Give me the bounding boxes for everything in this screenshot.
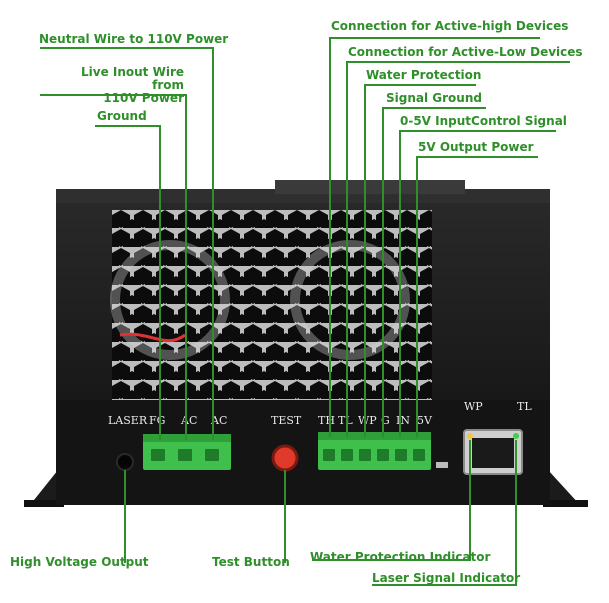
tl-led bbox=[513, 433, 519, 439]
callout-ground: Ground bbox=[97, 109, 147, 123]
label-5v: 5V bbox=[417, 414, 433, 427]
label-g: G bbox=[381, 414, 390, 427]
callout-input-control: 0-5V InputControl Signal bbox=[400, 114, 567, 128]
label-tl: TL bbox=[338, 414, 353, 427]
callout-test-button: Test Button bbox=[212, 555, 290, 569]
callout-neutral-wire: Neutral Wire to 110V Power bbox=[39, 32, 229, 46]
label-fg: FG bbox=[149, 414, 165, 427]
callout-laser-signal-indicator: Laser Signal Indicator bbox=[372, 571, 521, 585]
label-port-wp: WP bbox=[464, 400, 483, 413]
callout-active-low: Connection for Active-Low Devices bbox=[348, 45, 583, 59]
label-wp: WP bbox=[358, 414, 377, 427]
callout-signal-ground: Signal Ground bbox=[386, 91, 482, 105]
callout-water-protection: Water Protection bbox=[366, 68, 482, 82]
callout-high-voltage-output: High Voltage Output bbox=[10, 555, 149, 569]
label-port-tl: TL bbox=[517, 400, 532, 413]
signal-terminal-block bbox=[318, 438, 431, 470]
callout-water-protection-indicator: Water Protection Indicator bbox=[310, 550, 491, 564]
label-th: TH bbox=[318, 414, 335, 427]
high-voltage-output-port bbox=[116, 453, 134, 471]
callout-active-high: Connection for Active-high Devices bbox=[331, 19, 569, 33]
label-ac2: AC bbox=[210, 414, 227, 427]
wp-led bbox=[467, 433, 473, 439]
label-in: IN bbox=[396, 414, 410, 427]
callout-output-power: 5V Output Power bbox=[418, 140, 534, 154]
label-laser: LASER bbox=[108, 414, 148, 427]
label-ac1: AC bbox=[180, 414, 197, 427]
callout-live-wire: Live Inout Wire from 110V Power bbox=[80, 65, 184, 106]
label-test: TEST bbox=[271, 414, 302, 427]
test-button-shape bbox=[271, 444, 299, 472]
